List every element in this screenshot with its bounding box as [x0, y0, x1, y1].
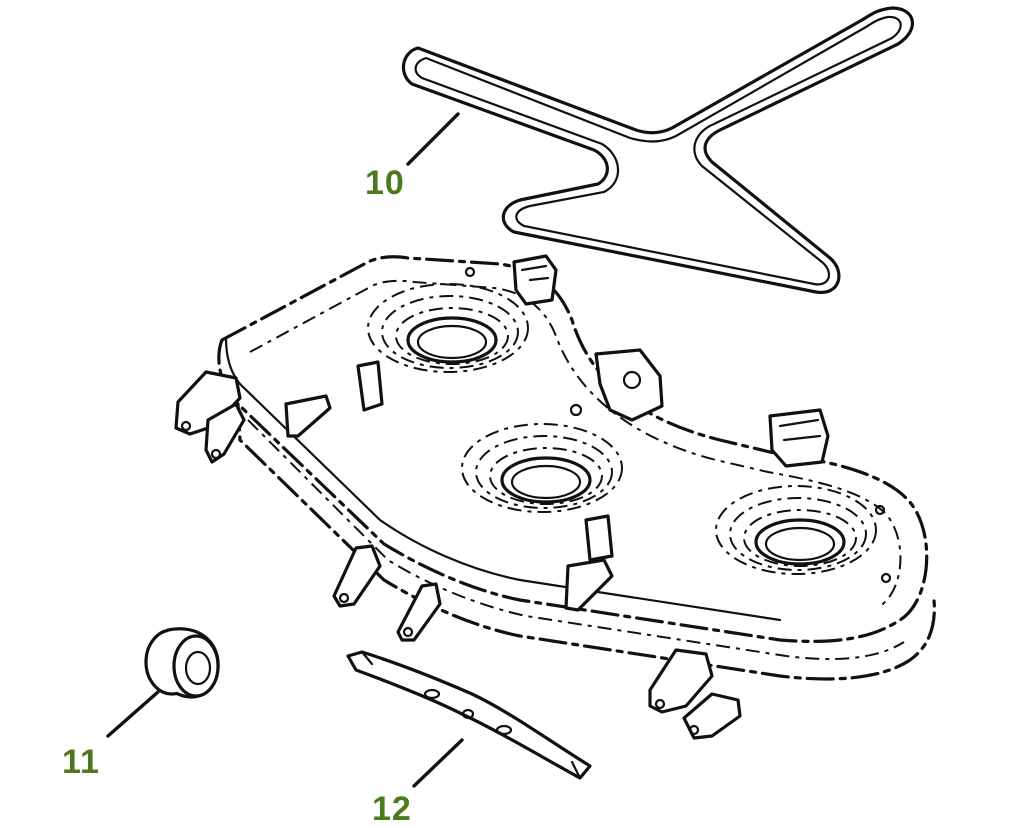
callout-number-12: 12 — [372, 790, 412, 828]
mower-deck — [174, 254, 936, 740]
drive-belt — [401, 6, 915, 294]
callout-leader-12 — [412, 738, 464, 788]
callout-leader-10 — [406, 112, 460, 166]
mower-blade — [346, 650, 592, 780]
callout-leader-11 — [106, 690, 160, 738]
left-spindle — [367, 283, 529, 373]
right-spindle — [715, 485, 877, 575]
callout-number-10: 10 — [365, 164, 405, 202]
callout-number-11: 11 — [62, 743, 100, 781]
center-spindle — [461, 423, 623, 513]
deck-brackets — [174, 254, 892, 740]
gauge-wheel — [144, 627, 220, 699]
